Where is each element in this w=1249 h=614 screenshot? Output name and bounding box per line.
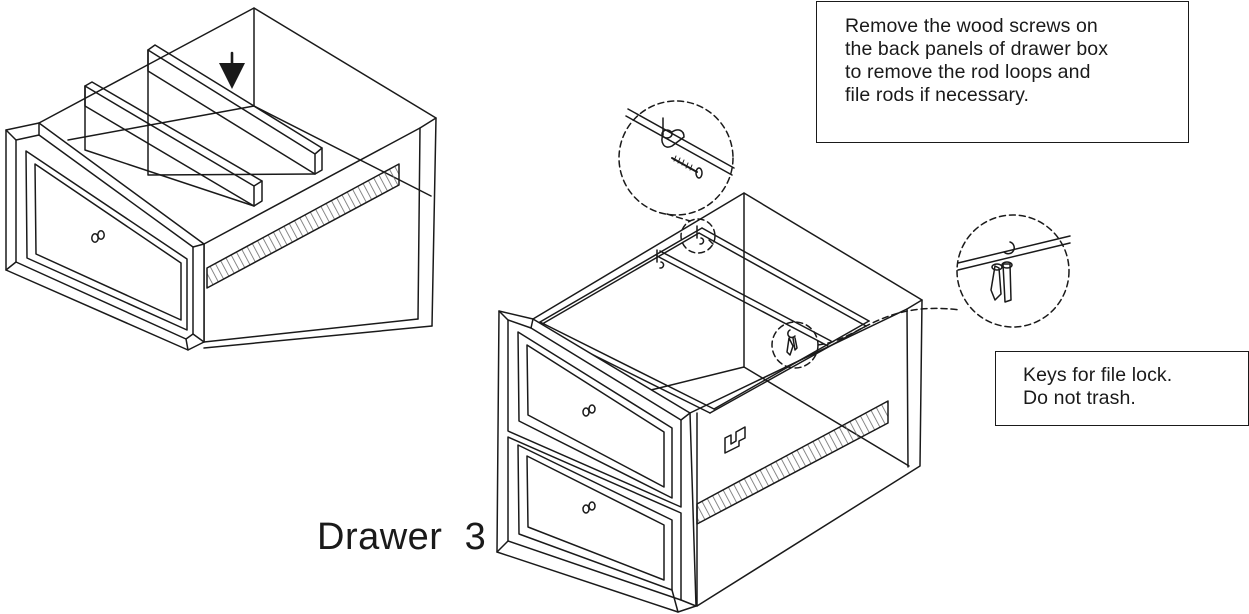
file-rod-middle xyxy=(656,250,832,347)
left-drawer-front-inset xyxy=(34,163,182,321)
left-drawer-back-edge xyxy=(38,7,437,327)
left-drawer-floor-line xyxy=(253,105,432,197)
screw-icon xyxy=(625,108,735,179)
keys-detail-ring xyxy=(1003,241,1015,255)
callout-remove-screws-line-3: to remove the rod loops and xyxy=(845,61,1091,83)
divider-rear-edge xyxy=(147,49,323,175)
detail-callout-lines xyxy=(618,100,1070,369)
file-drawer-lower-inset xyxy=(526,455,665,581)
screw-detail-loop xyxy=(661,117,685,148)
file-drawer-slide-rail xyxy=(696,400,889,525)
key-icon xyxy=(957,235,1071,303)
callout-remove-screws: Remove the wood screws on the back panel… xyxy=(816,1,1189,143)
knob-icon xyxy=(582,501,596,514)
file-drawer xyxy=(496,192,923,613)
callout-keys-line-1: Keys for file lock. xyxy=(1023,364,1173,386)
callout-remove-screws-line-1: Remove the wood screws on xyxy=(845,15,1098,37)
screw-detail-circle xyxy=(618,100,734,216)
knob-icon xyxy=(91,230,105,243)
file-drawer-upper-bevel xyxy=(507,319,682,508)
file-drawer-front-corners xyxy=(496,310,697,613)
divider-rear-face xyxy=(147,49,316,176)
keys-detail-rod xyxy=(957,235,1071,271)
file-drawer-upper-inset xyxy=(526,344,665,488)
file-rod-back xyxy=(698,227,870,327)
left-drawer-front-corners xyxy=(5,122,205,351)
left-drawer-front-panel xyxy=(25,150,188,331)
divider-front-edge xyxy=(84,85,263,207)
left-drawer-side-top xyxy=(203,127,421,245)
callout-remove-screws-line-4: file rods if necessary. xyxy=(845,84,1030,106)
left-drawer-with-dividers xyxy=(5,7,437,351)
file-rod-rail-left xyxy=(536,227,703,328)
keys-detail-leader xyxy=(817,307,961,346)
knob-icon xyxy=(582,404,596,417)
callout-keys-line-2: Do not trash. xyxy=(1023,387,1136,409)
divider-front-face xyxy=(84,85,255,207)
left-drawer-slide-rail xyxy=(206,163,400,289)
screw-detail-leader xyxy=(666,213,691,222)
file-drawer-upper-panel xyxy=(517,331,673,499)
callout-remove-screws-line-2: the back panels of drawer box xyxy=(845,38,1109,60)
rod-loop-icon xyxy=(656,225,714,269)
lock-icon xyxy=(724,426,746,454)
file-rod-rail-right xyxy=(709,320,870,414)
screw-detail-screw-shaft xyxy=(671,157,698,173)
screw-detail-source-circle xyxy=(680,218,716,254)
key-icon xyxy=(786,329,798,356)
callout-keys: Keys for file lock. Do not trash. xyxy=(995,351,1249,426)
keys-detail-circle xyxy=(956,214,1070,328)
left-drawer-bottom-edge xyxy=(203,325,433,349)
drawer-label: Drawer 3 xyxy=(317,516,487,558)
